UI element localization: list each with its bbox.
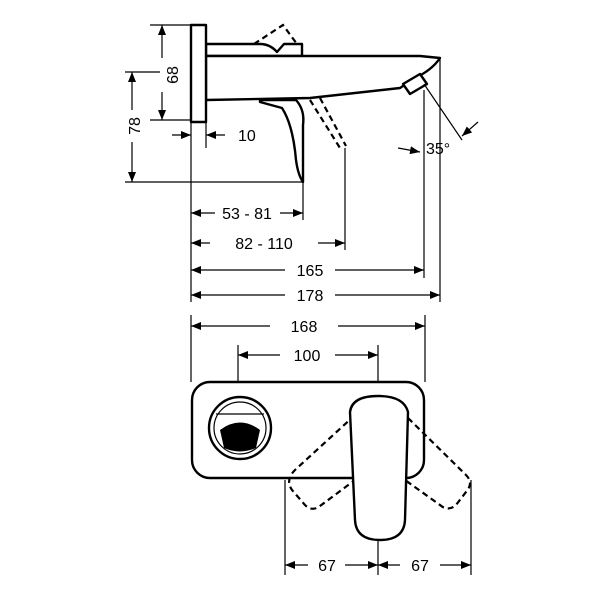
dim-78: 78	[127, 117, 144, 135]
spout	[204, 54, 442, 102]
side-view	[189, 23, 442, 184]
dim-165: 165	[297, 263, 324, 280]
dim-67-left: 67	[318, 558, 336, 575]
extension-lines	[125, 24, 472, 575]
dim-67-right: 67	[411, 558, 429, 575]
lever-dashed-left	[288, 414, 356, 510]
dim-82-110: 82 - 110	[235, 236, 293, 253]
dim-10: 10	[238, 128, 256, 145]
front-view	[190, 380, 472, 542]
lever-dashed-right	[404, 417, 472, 510]
lever-dashed	[309, 97, 347, 149]
dimension-lines	[128, 25, 479, 569]
dim-168: 168	[291, 319, 318, 336]
dim-68: 68	[165, 66, 182, 84]
dim-100: 100	[294, 348, 321, 365]
dim-angle: 35°	[426, 141, 450, 158]
wall-plate	[189, 23, 208, 124]
dim-53-81: 53 - 81	[222, 206, 272, 223]
lever-front	[348, 394, 410, 542]
dim-178: 178	[297, 288, 324, 305]
handle-top	[204, 42, 304, 58]
handle-dashed-up	[253, 23, 298, 45]
lever-side	[258, 98, 305, 184]
aerator	[401, 72, 429, 96]
knob-grip	[220, 422, 260, 452]
